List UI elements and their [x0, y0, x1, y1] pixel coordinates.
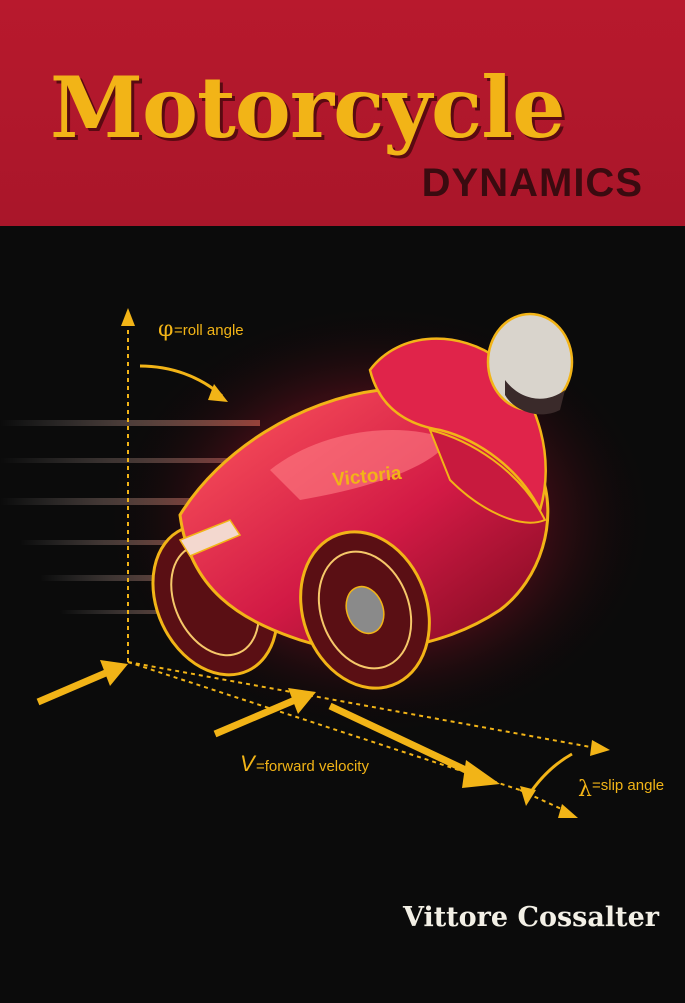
- velocity-symbol: V: [240, 751, 257, 776]
- slip-angle-label: =slip angle: [592, 777, 664, 794]
- vertical-axis: [121, 308, 135, 662]
- title-banner: Motorcycle DYNAMICS: [0, 0, 685, 226]
- roll-symbol: φ: [158, 317, 173, 342]
- slip-symbol: λ: [578, 777, 592, 802]
- book-subtitle: DYNAMICS: [421, 161, 643, 205]
- velocity-label: =forward velocity: [256, 758, 369, 775]
- book-title: Motorcycle: [50, 58, 566, 157]
- force-arrows: [36, 660, 500, 788]
- roll-angle-label: =roll angle: [174, 322, 244, 339]
- motorcycle-dynamics-diagram: Victoria φ =roll angle: [0, 300, 664, 818]
- motorcycle-illustration: Victoria: [151, 312, 574, 690]
- roll-angle-arrow: [139, 364, 228, 402]
- book-author: Vittore Cossalter: [402, 902, 659, 933]
- cover-illustration: Victoria φ =roll angle: [0, 226, 685, 1003]
- slip-angle-arrow: [520, 752, 573, 806]
